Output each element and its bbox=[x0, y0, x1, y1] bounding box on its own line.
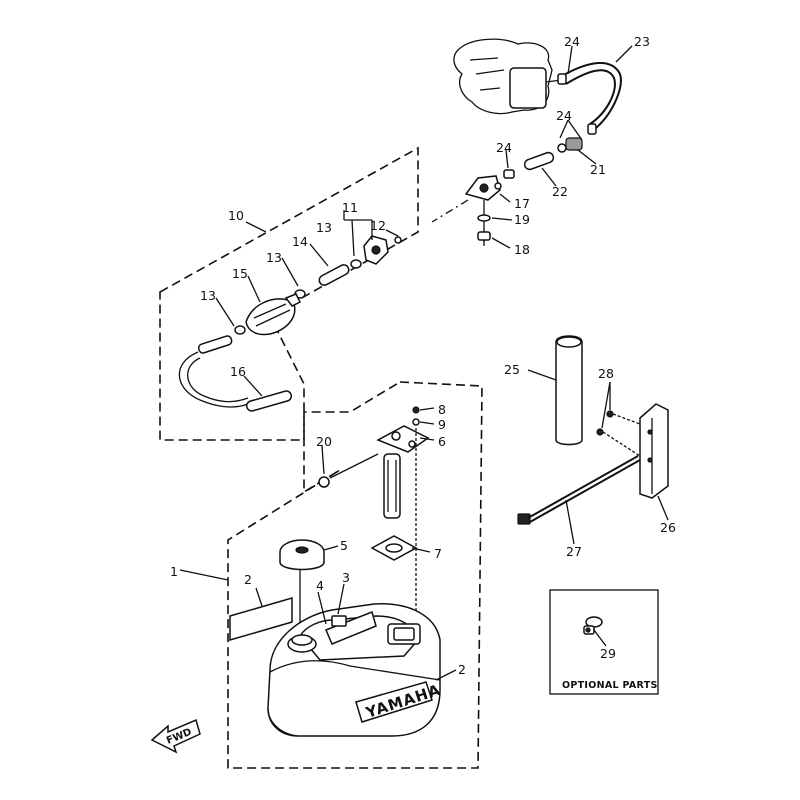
callout-4: 4 bbox=[316, 578, 324, 593]
washer-19 bbox=[477, 214, 491, 222]
optional-parts-label: OPTIONAL PARTS bbox=[562, 680, 658, 691]
callout-20: 20 bbox=[316, 434, 332, 449]
callout-24: 24 bbox=[564, 34, 580, 49]
callout-23: 23 bbox=[634, 34, 650, 49]
callout-14: 14 bbox=[292, 234, 308, 249]
callout-24: 24 bbox=[556, 108, 572, 123]
callout-26: 26 bbox=[660, 520, 676, 535]
callout-29: 29 bbox=[600, 646, 616, 661]
fuel-hose-16 bbox=[178, 335, 293, 412]
callout-17: 17 bbox=[514, 196, 530, 211]
primer-bulb-15 bbox=[245, 293, 302, 336]
bolt-18 bbox=[477, 231, 491, 246]
fuel-tank-1: YAMAHA bbox=[267, 603, 443, 737]
callout-5: 5 bbox=[340, 538, 348, 553]
connector-12 bbox=[363, 235, 402, 265]
callout-11: 11 bbox=[342, 200, 358, 215]
callout-13: 13 bbox=[266, 250, 282, 265]
bracket-26 bbox=[639, 403, 669, 499]
screw-8-9 bbox=[412, 406, 420, 426]
callout-15: 15 bbox=[232, 266, 248, 281]
callout-19: 19 bbox=[514, 212, 530, 227]
leader-lines bbox=[179, 45, 669, 681]
cable-tie-27 bbox=[517, 455, 641, 525]
callout-22: 22 bbox=[552, 184, 568, 199]
callout-16: 16 bbox=[230, 364, 246, 379]
screws-28 bbox=[596, 410, 641, 457]
callout-27: 27 bbox=[566, 544, 582, 559]
fuel-gauge-6 bbox=[376, 425, 430, 519]
filler-cap-5 bbox=[279, 539, 325, 571]
fuel-line-group-box bbox=[159, 146, 419, 441]
hose-14 bbox=[318, 264, 350, 286]
upper-fuel-hose bbox=[557, 61, 622, 135]
nut-20 bbox=[318, 453, 379, 488]
engine-outline bbox=[453, 38, 563, 115]
callout-24: 24 bbox=[496, 140, 512, 155]
callout-numbers: 1 2 2 3 4 5 6 7 8 9 10 11 12 13 13 13 14… bbox=[170, 34, 676, 677]
callout-1: 1 bbox=[170, 564, 178, 579]
decal-2 bbox=[229, 597, 293, 641]
tank-group-box bbox=[227, 381, 483, 769]
callout-28: 28 bbox=[598, 366, 614, 381]
gasket-7 bbox=[370, 535, 418, 561]
callout-2: 2 bbox=[244, 572, 252, 587]
callout-13: 13 bbox=[200, 288, 216, 303]
callout-3: 3 bbox=[342, 570, 350, 585]
callout-18: 18 bbox=[514, 242, 530, 257]
fwd-arrow-icon: FWD bbox=[150, 718, 201, 754]
callout-2: 2 bbox=[458, 662, 466, 677]
callout-8: 8 bbox=[438, 402, 446, 417]
callout-9: 9 bbox=[438, 417, 446, 432]
sleeve-25 bbox=[555, 335, 583, 446]
callout-21: 21 bbox=[590, 162, 606, 177]
callout-13: 13 bbox=[316, 220, 332, 235]
hose-22 bbox=[503, 151, 555, 179]
fitting-29 bbox=[583, 616, 603, 635]
callout-25: 25 bbox=[504, 362, 520, 377]
callout-6: 6 bbox=[438, 434, 446, 449]
connector-21 bbox=[557, 137, 583, 153]
joint-17 bbox=[464, 175, 502, 201]
optional-parts-box bbox=[549, 589, 659, 695]
callout-12: 12 bbox=[370, 218, 386, 233]
callout-7: 7 bbox=[434, 546, 442, 561]
callout-10: 10 bbox=[228, 208, 244, 223]
